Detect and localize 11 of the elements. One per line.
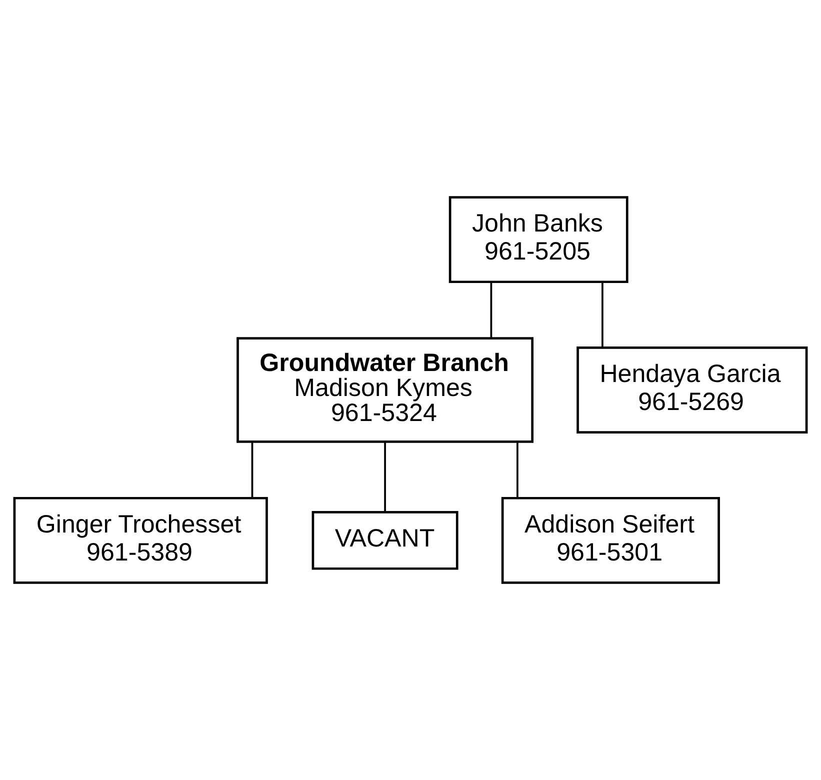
connector: [490, 282, 492, 338]
node-box: Groundwater Branch Madison Kymes 961-5324: [236, 337, 534, 443]
node-box: VACANT: [312, 511, 458, 570]
node-box: Hendaya Garcia 961-5269: [576, 346, 808, 434]
connector: [602, 282, 604, 348]
node-box: Addison Seifert 961-5301: [501, 496, 720, 584]
connector: [516, 442, 518, 498]
node-box: John Banks 961-5205: [448, 196, 628, 284]
connector: [384, 442, 386, 512]
node-box: Ginger Trochesset 961-5389: [13, 496, 268, 584]
connector: [251, 442, 254, 498]
